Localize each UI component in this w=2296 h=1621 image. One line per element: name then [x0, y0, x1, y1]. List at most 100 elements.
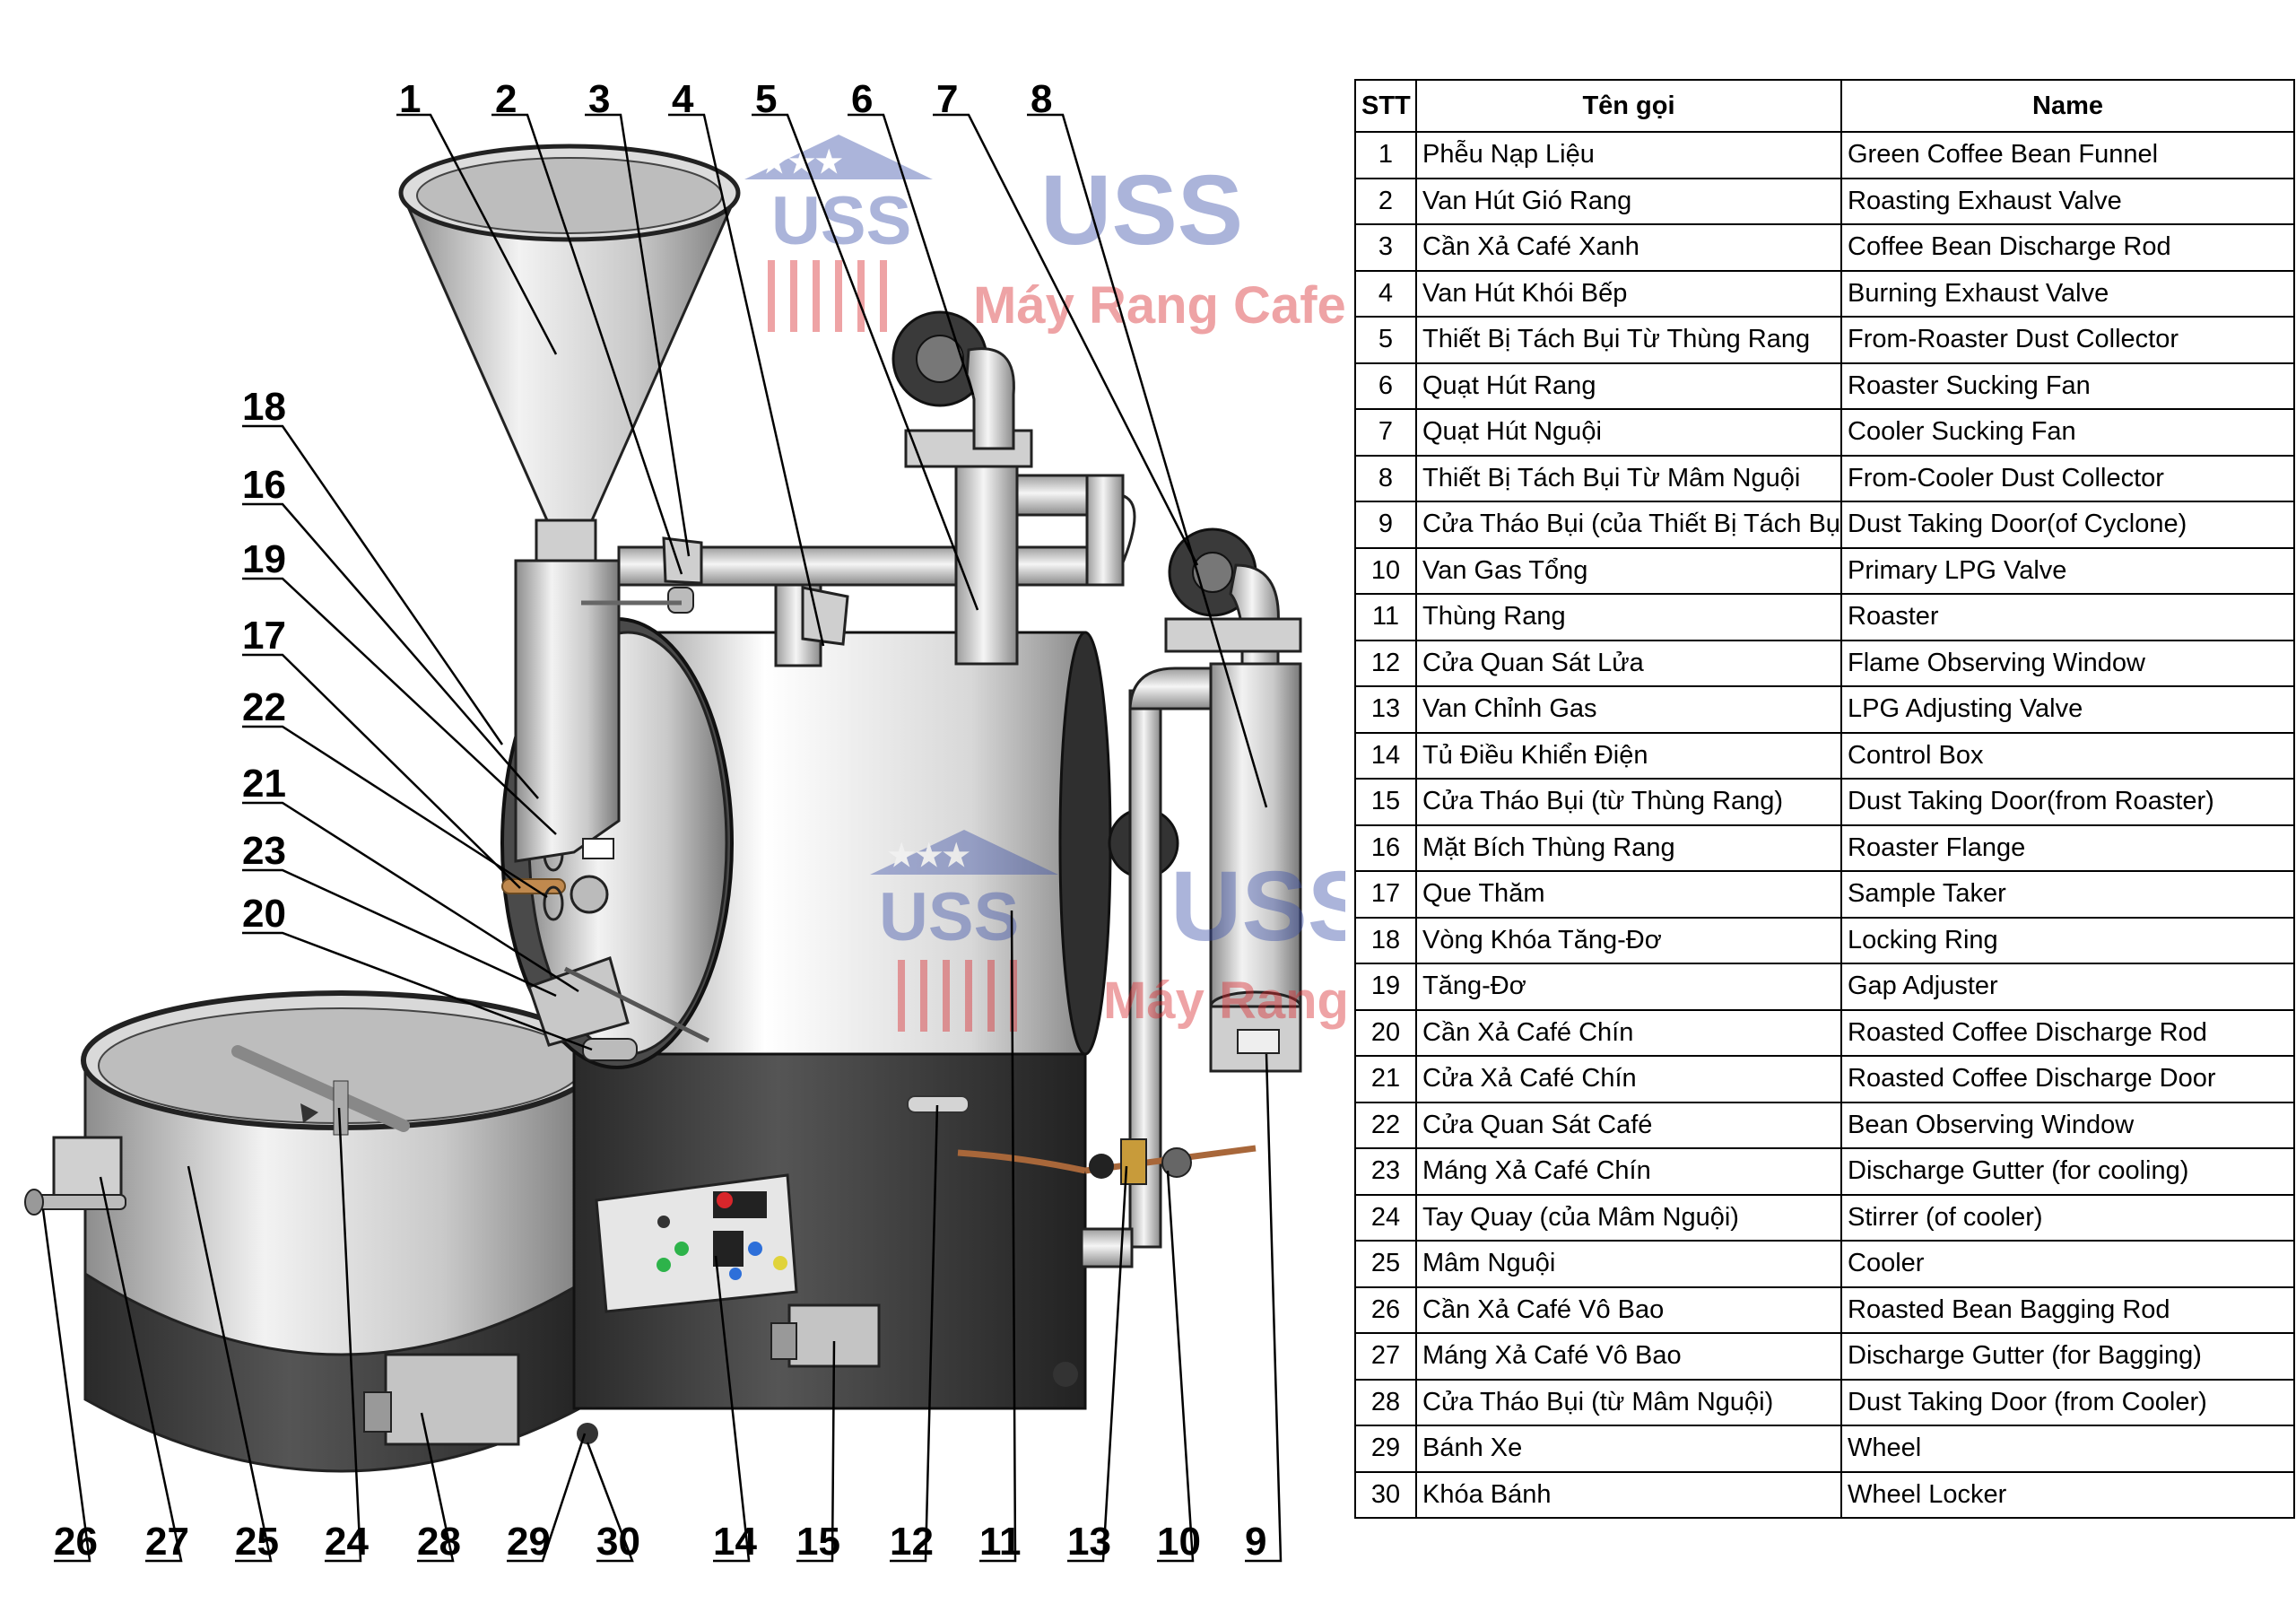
row-english-name: Wheel Locker — [1840, 1470, 2295, 1519]
row-vietnamese-name: Tăng-Đơ — [1415, 963, 1842, 1011]
row-english-name: Flame Observing Window — [1840, 639, 2295, 687]
row-english-name: Dust Taking Door(of Cyclone) — [1840, 501, 2295, 549]
callout-bottom-14: 14 — [713, 1520, 757, 1564]
row-english-name: Sample Taker — [1840, 870, 2295, 919]
row-english-name: Roaster — [1840, 593, 2295, 641]
hopper — [398, 144, 741, 863]
callout-top-6: 6 — [851, 77, 873, 121]
watermark-brand-middle-large: USS — [1170, 851, 1345, 962]
row-english-name: Cooler — [1840, 1240, 2295, 1288]
row-english-name: Discharge Gutter (for Bagging) — [1840, 1332, 2295, 1381]
row-vietnamese-name: Bánh Xe — [1415, 1425, 1842, 1473]
row-vietnamese-name: Thiết Bị Tách Bụi Từ Mâm Nguội — [1415, 454, 1842, 502]
watermark-brand-middle: USS — [879, 879, 1019, 955]
callout-bottom-11: 11 — [979, 1520, 1022, 1564]
row-english-name: Cooler Sucking Fan — [1840, 408, 2295, 457]
row-vietnamese-name: Que Thăm — [1415, 870, 1842, 919]
row-english-name: Bean Observing Window — [1840, 1101, 2295, 1149]
callout-left-22: 22 — [242, 685, 286, 729]
leader-lines — [41, 113, 1283, 1563]
row-number: 3 — [1354, 223, 1417, 272]
row-english-name: Dust Taking Door (from Cooler) — [1840, 1378, 2295, 1426]
row-english-name: Gap Adjuster — [1840, 963, 2295, 1011]
row-vietnamese-name: Van Gas Tổng — [1415, 546, 1842, 595]
callout-left-19: 19 — [242, 537, 286, 581]
row-number: 8 — [1354, 454, 1417, 502]
row-vietnamese-name: Mặt Bích Thùng Rang — [1415, 824, 1842, 872]
roaster-fan — [891, 310, 1033, 468]
callout-top-4: 4 — [672, 77, 694, 121]
row-english-name: Stirrer (of cooler) — [1840, 1193, 2295, 1242]
row-english-name: Roasted Bean Bagging Rod — [1840, 1285, 2295, 1334]
row-number: 27 — [1354, 1332, 1417, 1381]
row-vietnamese-name: Khóa Bánh — [1415, 1470, 1842, 1519]
row-number: 20 — [1354, 1008, 1417, 1057]
row-vietnamese-name: Cửa Tháo Bụi (từ Mâm Nguội) — [1415, 1378, 1842, 1426]
watermark-brand-top: USS — [771, 183, 911, 259]
header-ten-goi: Tên gọi — [1415, 79, 1842, 133]
row-vietnamese-name: Máng Xả Café Chín — [1415, 1147, 1842, 1196]
row-number: 26 — [1354, 1285, 1417, 1334]
row-number: 29 — [1354, 1425, 1417, 1473]
callout-top-7: 7 — [936, 77, 958, 121]
row-vietnamese-name: Cửa Quan Sát Café — [1415, 1101, 1842, 1149]
row-number: 10 — [1354, 546, 1417, 595]
row-english-name: Burning Exhaust Valve — [1840, 269, 2295, 318]
callout-left-18: 18 — [242, 385, 286, 429]
callout-bottom-13: 13 — [1067, 1520, 1111, 1564]
row-vietnamese-name: Cửa Xả Café Chín — [1415, 1055, 1842, 1103]
row-vietnamese-name: Cần Xả Café Xanh — [1415, 223, 1842, 272]
roaster-machine-diagram: ★★★ USS USS Máy Rang Cafe ★★★ USS USS Má… — [24, 77, 1345, 1564]
row-english-name: Coffee Bean Discharge Rod — [1840, 223, 2295, 272]
callout-bottom-28: 28 — [417, 1520, 461, 1564]
row-vietnamese-name: Van Chỉnh Gas — [1415, 685, 1842, 734]
row-number: 15 — [1354, 778, 1417, 826]
row-english-name: Roaster Flange — [1840, 824, 2295, 872]
header-stt: STT — [1354, 79, 1417, 133]
row-vietnamese-name: Máng Xả Café Vô Bao — [1415, 1332, 1842, 1381]
row-vietnamese-name: Mâm Nguội — [1415, 1240, 1842, 1288]
row-number: 11 — [1354, 593, 1417, 641]
row-vietnamese-name: Cửa Tháo Bụi (của Thiết Bị Tách Bụi) — [1415, 501, 1842, 549]
callout-bottom-10: 10 — [1157, 1520, 1201, 1564]
watermark-top: ★★★ USS USS Máy Rang Cafe — [744, 135, 1345, 335]
watermark-middle: ★★★ USS USS Máy Rang Cafe — [870, 830, 1345, 1032]
row-number: 6 — [1354, 362, 1417, 410]
callout-top-8: 8 — [1031, 77, 1052, 121]
row-number: 28 — [1354, 1378, 1417, 1426]
row-vietnamese-name: Quạt Hút Nguội — [1415, 408, 1842, 457]
row-number: 14 — [1354, 731, 1417, 780]
row-vietnamese-name: Tủ Điều Khiển Điện — [1415, 731, 1842, 780]
row-english-name: Discharge Gutter (for cooling) — [1840, 1147, 2295, 1196]
row-number: 30 — [1354, 1470, 1417, 1519]
row-english-name: Green Coffee Bean Funnel — [1840, 131, 2295, 179]
header-name: Name — [1840, 79, 2295, 133]
row-vietnamese-name: Phễu Nạp Liệu — [1415, 131, 1842, 179]
callout-bottom-29: 29 — [507, 1520, 551, 1564]
row-english-name: From-Cooler Dust Collector — [1840, 454, 2295, 502]
callout-top-2: 2 — [495, 77, 517, 121]
watermark-brand-top-large: USS — [1040, 155, 1243, 266]
callout-bottom-24: 24 — [325, 1520, 369, 1564]
callout-bottom-9: 9 — [1245, 1520, 1266, 1564]
callout-left-23: 23 — [242, 829, 286, 873]
gas-line — [957, 1138, 1257, 1185]
